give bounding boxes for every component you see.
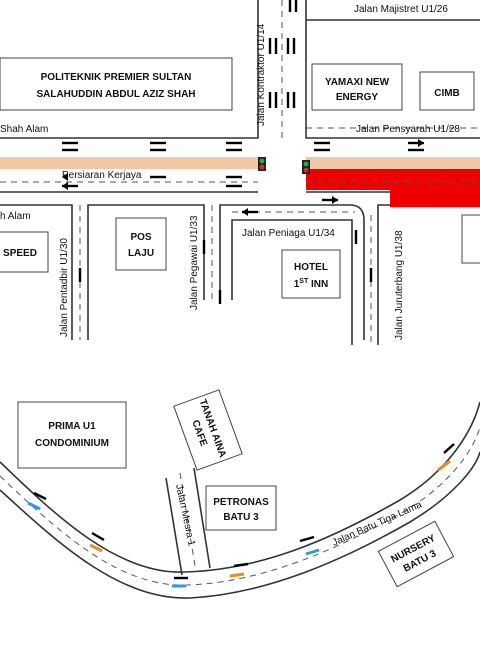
hotel-label-1: HOTEL [294, 262, 328, 273]
mesra-road-west [165, 477, 183, 576]
hotel-building [281, 249, 341, 299]
traffic-light-east [302, 160, 310, 174]
politeknik-building [0, 57, 233, 111]
persiaran-kerjaya-band-east [306, 157, 480, 169]
lane-marker-orange-1 [89, 543, 103, 553]
politeknik-label-2: SALAHUDDIN ABDUL AZIZ SHAH [36, 89, 195, 100]
petronas-building [205, 485, 277, 531]
yamaxi-label-1: YAMAXI NEW [325, 77, 390, 88]
label-jalan-kontraktor: Jalan Kontraktor U1/14 [256, 23, 267, 126]
label-jalan-peniaga: Jalan Peniaga U1/34 [242, 228, 335, 239]
hotel-label-2: 1ST INN [294, 278, 329, 290]
petronas-label-1: PETRONAS [213, 497, 269, 508]
label-shah-alam-2: h Alam [0, 211, 31, 222]
lane-marker-orange-3 [437, 459, 451, 472]
block-outline-juruterbang [377, 204, 390, 345]
speed-label: SPEED [3, 248, 37, 259]
batu-tiga-road-inner [0, 451, 480, 599]
prima-condo-building [17, 401, 127, 469]
lane-marker-blue-3 [305, 548, 320, 556]
label-jalan-pegawai: Jalan Pegawai U1/33 [189, 215, 200, 310]
pos-label-1: POS [130, 232, 151, 243]
highlight-zone [306, 169, 480, 190]
mesra-centre-line [179, 472, 197, 573]
block-outline-pentadbir [0, 204, 73, 340]
label-jalan-majistret: Jalan Majistret U1/26 [354, 4, 448, 15]
lane-marker-blue-1 [27, 501, 41, 511]
batu-tiga-centre-line [0, 426, 480, 586]
mesra-road-east [193, 467, 211, 569]
label-jalan-pensyarah: Jalan Pensyarah U1/28 [356, 124, 460, 135]
petronas-label-2: BATU 3 [223, 512, 259, 523]
persiaran-kerjaya-band [0, 157, 258, 169]
direction-arrowheads [62, 139, 424, 216]
yamaxi-building [311, 63, 403, 111]
label-jalan-juruterbang: Jalan Juruterbang U1/38 [394, 230, 405, 340]
traffic-light-west [258, 157, 266, 171]
block-outline-hotel [231, 219, 353, 345]
cimb-building [419, 71, 475, 111]
yamaxi-label-2: ENERGY [336, 92, 379, 103]
road-edge-north-west [0, 0, 259, 139]
nursery-building: NURSERY BATU 3 [377, 520, 455, 588]
block-outline-peniaga [219, 204, 365, 340]
highlight-zone-ext [390, 190, 480, 207]
pos-label-2: LAJU [128, 248, 154, 259]
speed-building [0, 231, 49, 273]
label-jalan-pentadbir: Jalan Pentadbir U1/30 [59, 238, 70, 337]
pos-laju-building [115, 217, 167, 271]
lane-marker-orange-2 [229, 572, 245, 578]
prima-label-1: PRIMA U1 [48, 421, 96, 432]
label-persiaran-kerjaya: Persiaran Kerjaya [62, 170, 142, 181]
edge-building [461, 214, 480, 264]
road-edge-north-east [305, 0, 480, 139]
tanah-aina-cafe: TANAH AINA CAFE [173, 389, 243, 471]
politeknik-label-1: POLITEKNIK PREMIER SULTAN [41, 72, 192, 83]
cimb-label: CIMB [434, 88, 460, 99]
prima-label-2: CONDOMINIUM [35, 438, 109, 449]
label-shah-alam-1: Shah Alam [0, 124, 48, 135]
